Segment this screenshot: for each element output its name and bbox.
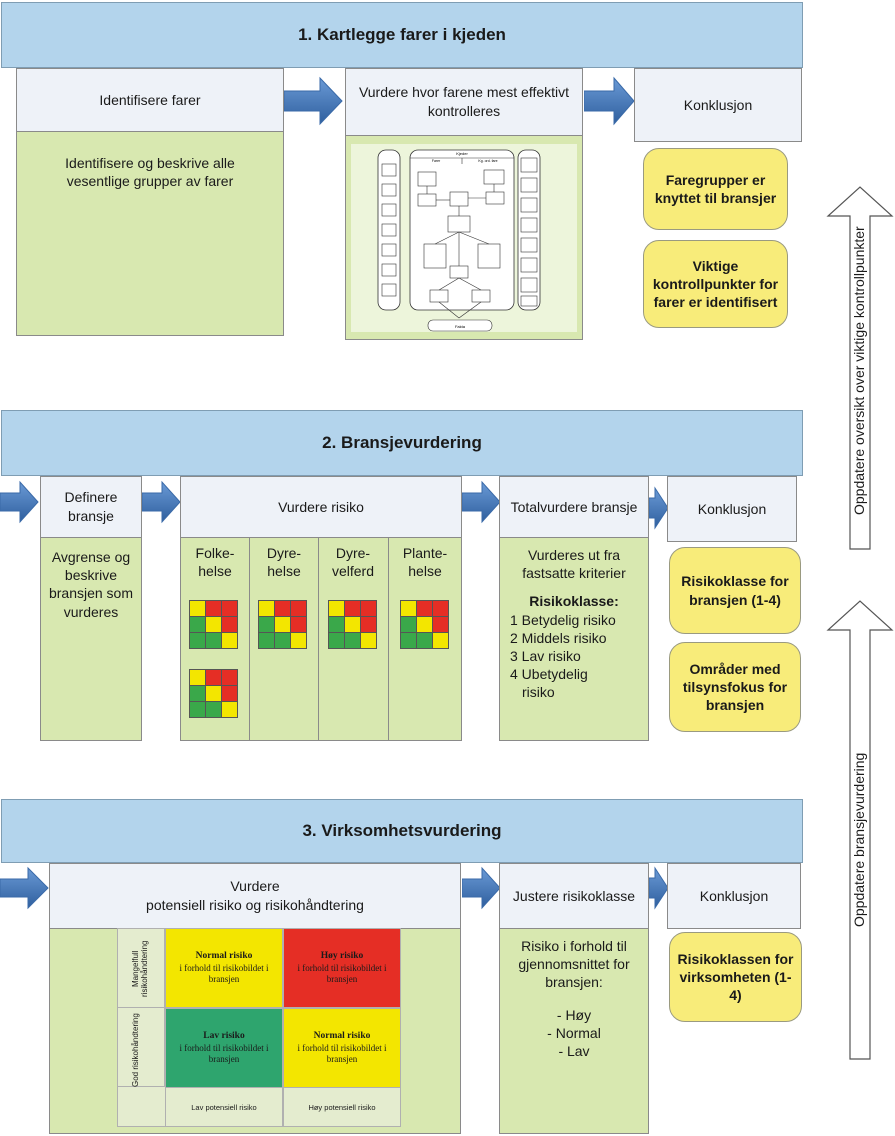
section2-title: 2. Bransjevurdering: [322, 433, 482, 452]
define-industry-header: Definere bransje: [40, 476, 142, 538]
risk-class-4: 4 Ubetydelig: [510, 666, 588, 683]
arrow-right-icon: [462, 480, 501, 524]
column-animal-welfare: Dyre-velferd: [331, 545, 375, 580]
arrow-right-icon: [649, 486, 669, 530]
section3-banner: 3. Virksomhetsvurdering: [1, 799, 803, 863]
mini-flow-col2b: Kg. ord. fare: [478, 159, 497, 163]
section1-conclusion-2: Viktige kontrollpunkter for farer er ide…: [643, 240, 788, 328]
arrow-up-icon: [826, 186, 894, 550]
arrow-right-icon: [0, 480, 39, 524]
assess-business-header: Vurdere potensiell risiko og risikohåndt…: [49, 863, 461, 929]
arrow-right-icon: [0, 866, 49, 910]
identify-hazards-header: Identifisere farer: [16, 68, 284, 132]
col-label-low-potential: Lav potensiell risiko: [191, 1102, 257, 1112]
risk-class-3: 3 Lav risiko: [510, 647, 581, 664]
total-assessment-header: Totalvurdere bransje: [499, 476, 649, 538]
mini-flow-bottom: Fakta: [455, 324, 466, 329]
section2-conclusion-2: Områder med tilsynsfokus for bransjen: [669, 642, 801, 732]
section2-banner: 2. Bransjevurdering: [1, 410, 803, 476]
low-risk-cell: Lav risiko i forhold til risikobildet i …: [165, 1008, 283, 1088]
mini-flow-col1: Kjeder: [456, 151, 468, 156]
risk-class-1: 1 Betydelig risiko: [510, 611, 616, 628]
arrow-up-icon: [826, 600, 894, 1060]
row-label-poor-management: Mangelfull risikohåndtering: [131, 940, 149, 998]
risk-matrix-animal-health: [258, 600, 307, 649]
section3-conclusion-1: Risikoklassen for virksomheten (1- 4): [669, 932, 802, 1022]
mini-flow-col2a: Farer: [432, 159, 441, 163]
section2-conclusion-1: Risikoklasse for bransjen (1-4): [669, 547, 801, 634]
risk-matrix-plant-health: [400, 600, 449, 649]
adjust-item-high: - Høy: [556, 1006, 592, 1023]
risk-class-title: Risikoklasse:: [529, 593, 619, 610]
high-risk-cell: Høy risiko i forhold til risikobildet i …: [283, 928, 401, 1008]
col-label-high-potential: Høy potensiell risiko: [308, 1102, 376, 1112]
adjust-risk-class-body: Risiko i forhold til gjennomsnittet for …: [499, 928, 649, 1134]
section3-conclusion-header: Konklusjon: [667, 863, 801, 929]
risk-matrix-public-health: [189, 600, 238, 649]
arrow-right-icon: [284, 76, 343, 126]
section1-conclusion-header: Konklusjon: [634, 68, 802, 142]
arrow-right-icon: [649, 866, 669, 910]
control-flowchart-thumbnail: Kjeder Farer Kg. ord. fare: [351, 144, 577, 332]
column-plant-health: Plante-helse: [402, 545, 448, 580]
section1-title: 1. Kartlegge farer i kjeden: [298, 25, 506, 44]
section1-banner: 1. Kartlegge farer i kjeden: [1, 2, 803, 68]
risk-matrix-animal-welfare: [328, 600, 377, 649]
define-industry-body: Avgrense og beskrive bransjen som vurder…: [40, 537, 142, 741]
adjust-item-low: - Lav: [558, 1042, 590, 1059]
assess-risk-header: Vurdere risiko: [180, 476, 462, 538]
arrow-right-icon: [584, 76, 635, 126]
evaluate-control-header: Vurdere hvor farene mest effektivt kontr…: [345, 68, 583, 136]
section3-title: 3. Virksomhetsvurdering: [302, 821, 502, 840]
normal-risk-top-cell: Normal risiko i forhold til risikobildet…: [165, 928, 283, 1008]
arrow-right-icon: [462, 866, 501, 910]
update-industry-assessment-label: Oppdatere bransjevurdering: [851, 752, 867, 928]
identify-hazards-body: Identifisere og beskrive alle vesentlige…: [16, 131, 284, 336]
risk-class-4-cont: risiko: [522, 684, 555, 701]
total-assessment-body: Vurderes ut fra fastsatte kriterier Risi…: [499, 537, 649, 741]
normal-risk-bottom-cell: Normal risiko i forhold til risikobildet…: [283, 1008, 401, 1088]
risk-class-2: 2 Middels risiko: [510, 629, 607, 646]
evaluate-control-body: Kjeder Farer Kg. ord. fare: [345, 135, 583, 340]
adjust-risk-class-header: Justere risikoklasse: [499, 863, 649, 929]
column-public-health: Folke-helse: [195, 545, 235, 580]
row-label-good-management: God risikohåndtering: [131, 1013, 140, 1087]
column-animal-health: Dyre-helse: [266, 545, 302, 580]
section1-conclusion-1: Faregrupper er knyttet til bransjer: [643, 148, 788, 230]
risk-matrix-public-health-2: [189, 669, 238, 718]
adjust-item-normal: - Normal: [547, 1024, 601, 1041]
arrow-right-icon: [142, 480, 181, 524]
update-control-points-label: Oppdatere oversikt over viktige kontroll…: [851, 226, 867, 516]
section2-conclusion-header: Konklusjon: [667, 476, 797, 542]
